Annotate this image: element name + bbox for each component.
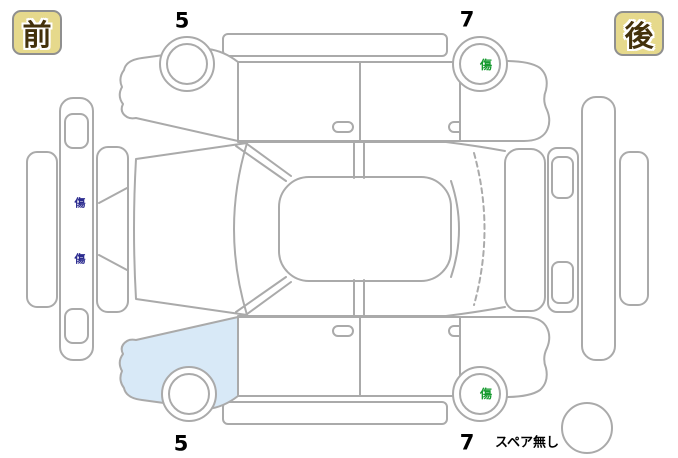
- lower-front-door-handle: [332, 325, 354, 337]
- upper-front-door-handle: [332, 121, 354, 133]
- tread-depth-bottom-front: 5: [173, 431, 189, 456]
- damage-mark-bottom-rear-wheel: 傷: [479, 387, 493, 401]
- front-left-lamp-shape: [64, 113, 89, 149]
- upper-front-door: [237, 61, 361, 142]
- rear-window-front-arc: [450, 180, 460, 278]
- plan-view-group: [133, 140, 546, 318]
- tread-depth-top-front: 5: [174, 8, 190, 33]
- upper-side-view-group: [118, 33, 551, 142]
- upper-rear-tire: [459, 43, 501, 85]
- front-badge: 前: [12, 10, 62, 55]
- upper-front-tire: [166, 43, 208, 85]
- c-pillar-fold-top: [445, 141, 506, 152]
- lower-rear-tire: [459, 373, 501, 415]
- c-pillar-fold-bottom: [445, 306, 506, 317]
- rear-view-group: [547, 96, 649, 361]
- lower-side-view-group: [118, 316, 551, 425]
- rear-lower-bumper-shape: [619, 151, 649, 306]
- spare-tire-circle: [561, 402, 613, 454]
- front-right-lamp-shape: [64, 308, 89, 344]
- tail-light-panel-shape: [547, 147, 579, 313]
- lower-rocker-panel: [222, 401, 448, 425]
- tread-depth-bottom-rear: 7: [459, 430, 475, 455]
- headlight-divider-top: [98, 187, 128, 204]
- a-pillar-top: [235, 140, 292, 182]
- damage-mark-top-rear-wheel: 傷: [479, 58, 493, 72]
- upper-rocker-panel: [222, 33, 448, 57]
- headlight-divider-bottom: [98, 254, 128, 271]
- b-pillar-bottom: [353, 279, 365, 316]
- b-pillar-top: [353, 142, 365, 179]
- tread-depth-top-rear: 7: [459, 7, 475, 32]
- front-bumper-shape: [59, 97, 94, 361]
- hood-shape: [133, 142, 248, 316]
- a-pillar-bottom: [235, 276, 292, 318]
- damage-mark-front-bumper-lower: 傷: [74, 252, 86, 266]
- rear-badge: 後: [614, 11, 664, 56]
- lower-front-door: [237, 316, 361, 397]
- trunk-lid-shape: [504, 148, 546, 312]
- front-view-group: [26, 97, 129, 361]
- rear-window-rear-arc: [473, 152, 486, 306]
- tail-light-bottom-shape: [551, 261, 574, 304]
- front-grille-panel-shape: [96, 146, 129, 313]
- front-lower-bumper-shape: [26, 151, 58, 308]
- spare-tire-note: スペア無し: [494, 435, 560, 451]
- rear-bumper-shape: [581, 96, 616, 361]
- tail-light-top-shape: [551, 156, 574, 199]
- roof-shape: [278, 176, 452, 282]
- lower-front-tire: [168, 373, 210, 415]
- damage-mark-front-bumper-upper: 傷: [74, 196, 86, 210]
